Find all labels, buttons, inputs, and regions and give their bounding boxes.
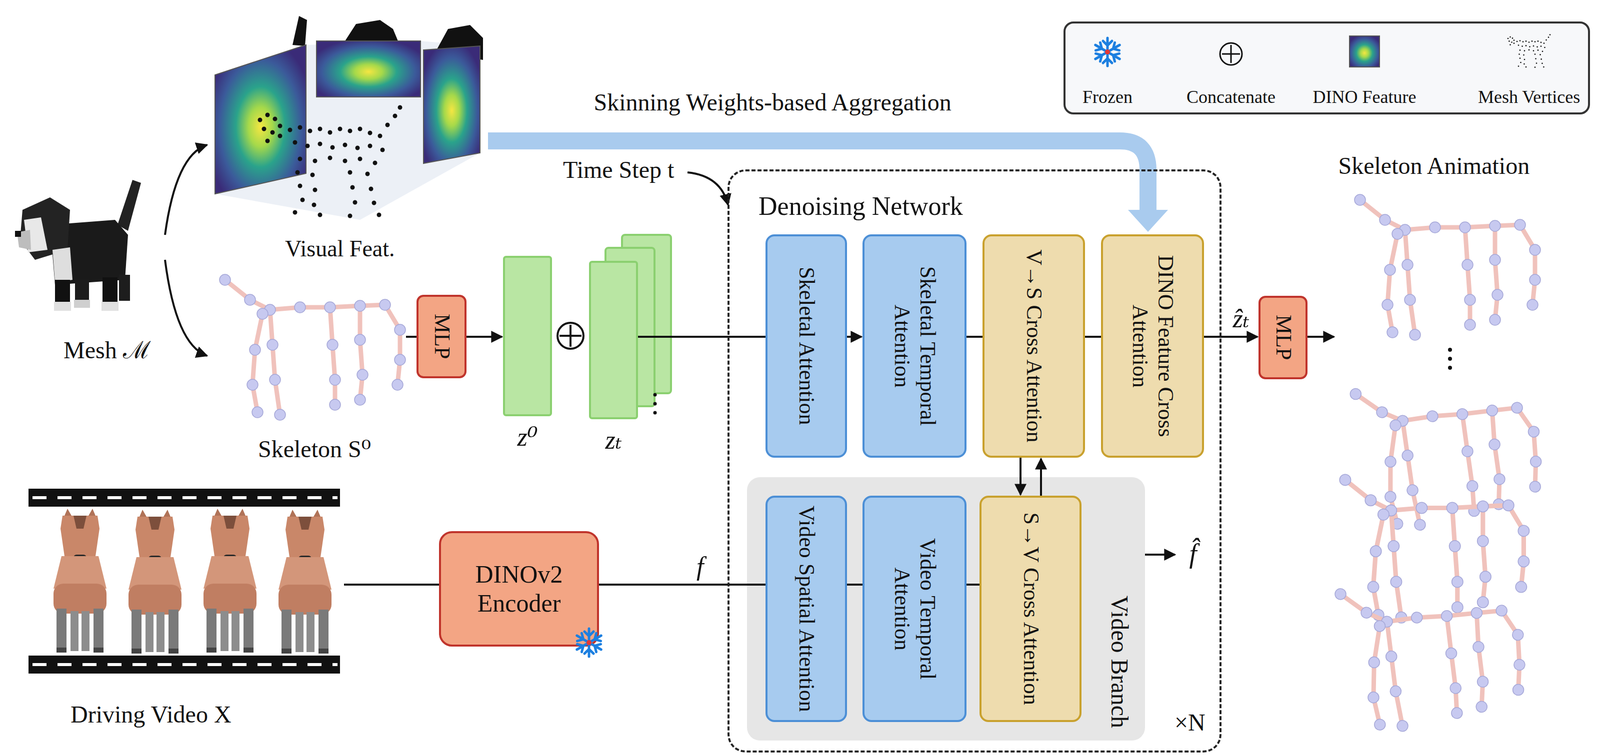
node-text: MLP [429, 305, 455, 369]
node-text: V→S Cross Attention [1021, 244, 1047, 448]
output-symbol: f̂ [1189, 538, 1197, 570]
legend-text: DINO Feature [1313, 87, 1417, 108]
figure-label: Driving Video X [70, 701, 232, 729]
attention-box: Video Spatial Attention [765, 496, 847, 723]
connector [466, 336, 502, 338]
denoising-network: Denoising NetworkSkeletal Attention Skele… [727, 169, 1222, 753]
legend-text: Mesh Vertices [1478, 87, 1580, 108]
node-text: MLP [1270, 306, 1296, 370]
attention-box: Skeletal Attention [765, 234, 847, 458]
connector [638, 336, 766, 338]
figure-label: Mesh ℳ [63, 336, 151, 364]
video-branch: Video Branch Video Spatial Attention Video… [747, 477, 1145, 741]
attention-box: Video Temporal Attention [862, 496, 967, 723]
node-text: z⁰ [473, 422, 582, 453]
connector [1204, 336, 1258, 338]
node-text: Video Branch [1105, 596, 1133, 729]
node-text: Video Temporal Attention [889, 506, 940, 713]
connector [847, 336, 862, 338]
connector [1040, 459, 1042, 496]
legend-text: Concatenate [1186, 87, 1276, 108]
connector [966, 336, 983, 338]
output-label: Skeleton Animation [1338, 152, 1530, 180]
panel-background [747, 477, 1145, 741]
mesh-dog [15, 180, 141, 311]
figure-label: Visual Feat. [285, 236, 395, 263]
repeat-label: ×N [1174, 709, 1206, 737]
cross-attention-box: S→V Cross Attention [979, 496, 1082, 723]
mlp-box: MLP [1258, 296, 1308, 380]
connector [1085, 336, 1101, 338]
figure-label: Skeleton S⁰ [258, 435, 371, 463]
connector [966, 584, 980, 586]
node-text: Video Spatial Attention [793, 506, 819, 713]
node-text: DINO Feature Cross Attention [1127, 244, 1178, 448]
frozen-icon [573, 627, 605, 659]
node-text: Skeletal Attention [793, 244, 819, 448]
edge-label: ẑₜ [1233, 304, 1250, 333]
input-label: Time Step t [563, 156, 674, 184]
node-text: Denoising Network [758, 191, 963, 222]
node-text: Skeletal Temporal Attention [889, 244, 940, 448]
node-text: zₜ [559, 425, 668, 456]
encoder-box: DINOv2 Encoder [439, 531, 599, 647]
cross-attention-box: DINO Feature Cross Attention [1101, 234, 1204, 458]
connector [847, 584, 863, 586]
node-text: S→V Cross Attention [1018, 506, 1044, 713]
edge-label: f [696, 552, 704, 581]
latent-stack: zₜ [589, 261, 638, 420]
node-text: DINOv2 Encoder [449, 560, 589, 618]
latent-block: z⁰ [503, 256, 552, 417]
flow-label: Skinning Weights-based Aggregation [594, 88, 952, 116]
connector [1019, 458, 1022, 495]
mlp-box: MLP [416, 295, 467, 379]
connector [599, 584, 766, 586]
cross-attention-box: V→S Cross Attention [982, 234, 1085, 458]
attention-box: Skeletal Temporal Attention [862, 234, 967, 458]
legend-text: Frozen [1082, 87, 1133, 108]
